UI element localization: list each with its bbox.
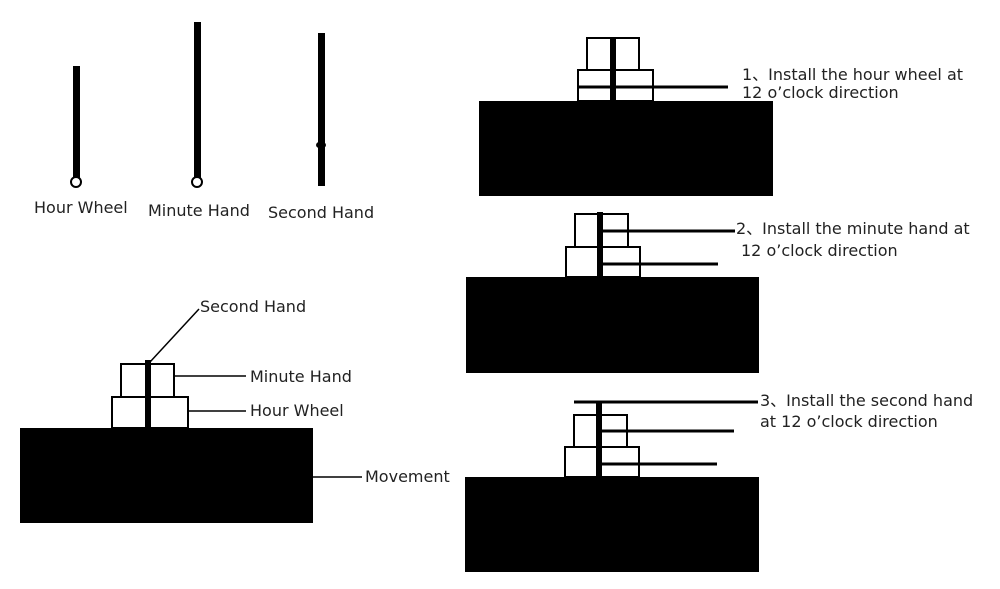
step-1-text-line1: 1、Install the hour wheel at — [742, 65, 963, 84]
assembly-minute-hand-label: Minute Hand — [250, 367, 352, 386]
minute-hand-caption: Minute Hand — [148, 201, 250, 220]
second-hand-part — [316, 33, 326, 186]
step-2-text-line2: 12 o’clock direction — [741, 241, 898, 260]
hour-wheel-part — [70, 66, 82, 188]
step-1-diagram — [479, 37, 773, 196]
step-3-text-line2: at 12 o’clock direction — [760, 412, 938, 431]
second-hand-caption: Second Hand — [268, 203, 374, 222]
assembly-stack — [20, 360, 313, 523]
step-3-diagram — [465, 400, 759, 572]
step-2-diagram — [466, 212, 759, 373]
step-2-text-line1: 2、Install the minute hand at — [736, 219, 970, 238]
step-1-text-line2: 12 o’clock direction — [742, 83, 899, 102]
assembly-second-hand-label: Second Hand — [200, 297, 306, 316]
step-3-text-line1: 3、Install the second hand — [760, 391, 973, 410]
assembly-leader-lines — [149, 308, 362, 478]
minute-hand-part — [191, 22, 203, 188]
assembly-hour-wheel-label: Hour Wheel — [250, 401, 344, 420]
assembly-movement-label: Movement — [365, 467, 450, 486]
hour-wheel-caption: Hour Wheel — [34, 198, 128, 217]
